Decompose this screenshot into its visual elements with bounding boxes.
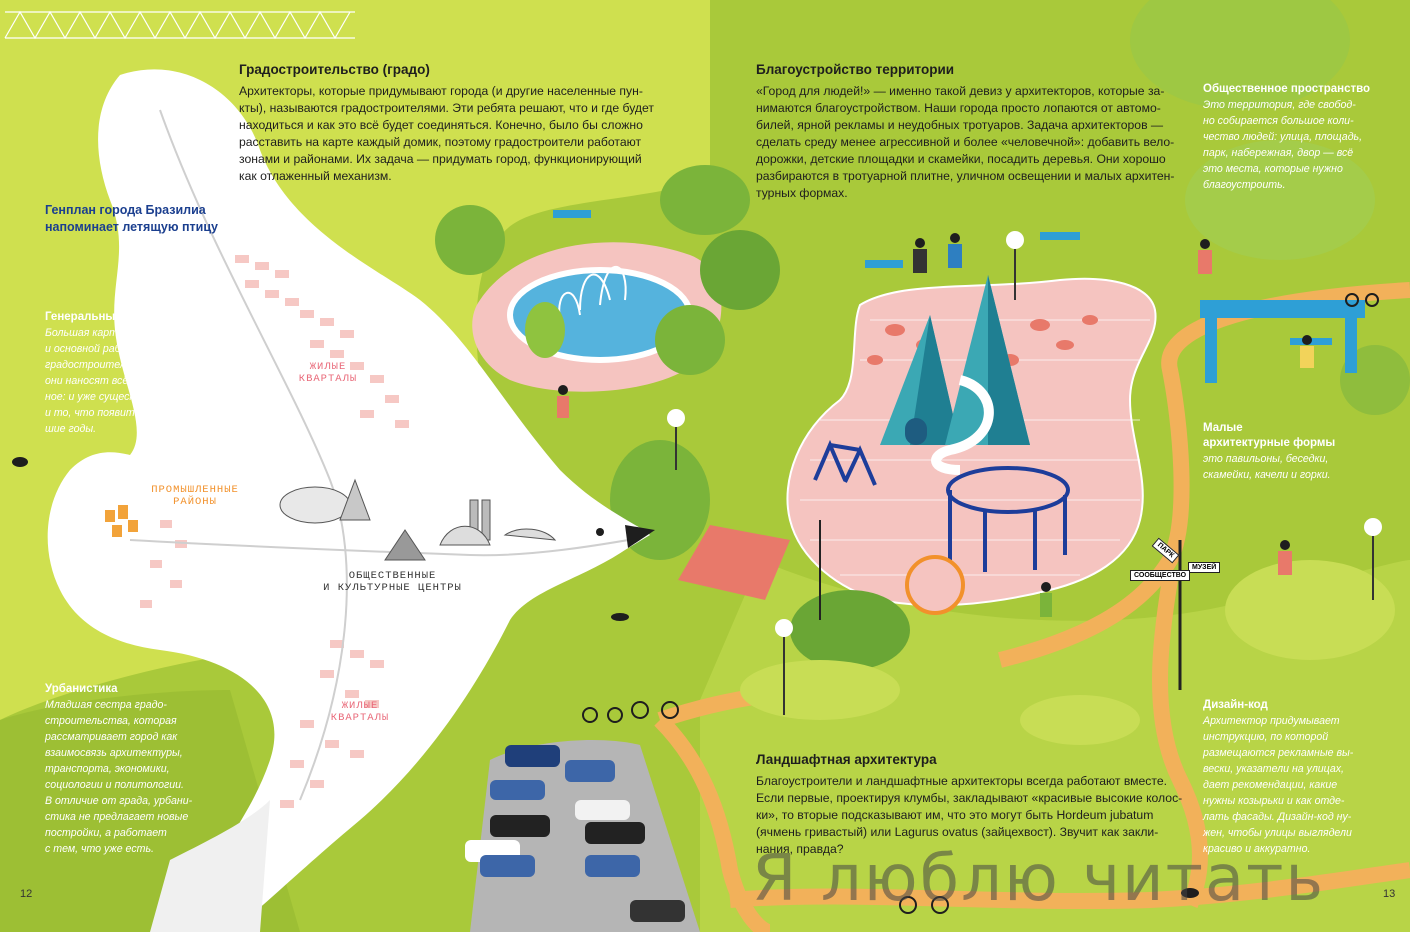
cats xyxy=(12,457,1199,898)
people xyxy=(557,233,1314,617)
landscape-architecture-section: Ландшафтная архитектура Благоустроители … xyxy=(756,751,1186,858)
urbanism-text: Младшая сестра градо- строительства, кот… xyxy=(45,699,193,855)
fence xyxy=(4,10,355,40)
residential-blocks xyxy=(140,255,409,808)
bird-tail xyxy=(150,800,270,932)
small-forms-title: Малые архитектурные формы xyxy=(1203,422,1336,449)
play-towers xyxy=(880,275,1030,475)
watermark: Я люблю читать xyxy=(752,842,1326,916)
masterplan-title: Генеральный план города xyxy=(45,311,196,323)
bird-roads xyxy=(129,109,641,801)
design-code-text: Архитектор придумывает инструкцию, по ко… xyxy=(1203,715,1354,855)
hills xyxy=(740,560,1395,745)
brasilia-caption: Генплан города Бразилиа напоминает летящ… xyxy=(45,203,218,234)
small-forms-note: Малые архитектурные формы это павильоны,… xyxy=(1203,421,1383,483)
map-label-industrial: ПРОМЫШЛЕННЫЕ РАЙОНЫ xyxy=(151,484,239,508)
map-label-residential-north: ЖИЛЫЕ КВАРТАЛЫ xyxy=(298,361,358,385)
landscape-architecture-title: Ландшафтная архитектура xyxy=(756,752,937,767)
sign-museum: МУЗЕЙ xyxy=(1188,562,1221,573)
pavilion xyxy=(1200,300,1365,383)
public-space-title: Общественное пространство xyxy=(1203,83,1371,95)
urban-planning-section: Градостроительство (градо) Архитекторы, … xyxy=(239,61,669,185)
parked-cars xyxy=(465,745,685,922)
public-space-note: Общественное пространство Это территория… xyxy=(1203,82,1383,193)
landscaping-text: «Город для людей!» — именно такой девиз … xyxy=(756,84,1175,200)
bird-beak xyxy=(625,525,655,548)
map-label-public-centers: ОБЩЕСТВЕННЫЕ И КУЛЬТУРНЫЕ ЦЕНТРЫ xyxy=(323,570,462,594)
page-number-left: 12 xyxy=(20,888,33,900)
public-space-text: Это территория, где свобод- но собираетс… xyxy=(1203,99,1363,191)
sign-posts xyxy=(819,520,1182,690)
bird-master-plan xyxy=(47,69,655,932)
design-code-note: Дизайн-код Архитектор придумывает инстру… xyxy=(1203,698,1383,857)
picnic-blanket xyxy=(678,525,790,600)
landscaping-section: Благоустройство территории «Город для лю… xyxy=(756,61,1181,202)
landscape-architecture-text: Благоустроители и ландшафтные архитектор… xyxy=(756,774,1183,856)
bird-eye xyxy=(596,528,604,536)
urbanism-note: Урбанистика Младшая сестра градо- строит… xyxy=(45,682,225,857)
page-number-right: 13 xyxy=(1383,888,1396,900)
bicycles xyxy=(582,293,1379,914)
street-lamps xyxy=(667,231,1382,715)
urban-planning-text: Архитекторы, которые придумывают города … xyxy=(239,84,654,183)
urban-planning-title: Градостроительство (градо) xyxy=(239,62,430,77)
trees xyxy=(435,0,1410,670)
design-code-title: Дизайн-код xyxy=(1203,699,1268,711)
small-forms-text: это павильоны, беседки, скамейки, качели… xyxy=(1203,453,1331,481)
landscaping-title: Благоустройство территории xyxy=(756,62,955,77)
masterplan-note: Генеральный план города Большая карта го… xyxy=(45,310,225,437)
urbanism-title: Урбанистика xyxy=(45,683,118,695)
industrial-blocks xyxy=(105,505,138,537)
play-mounds xyxy=(867,315,1098,366)
sandpit xyxy=(905,555,965,615)
monuments xyxy=(279,478,557,561)
map-label-residential-south: ЖИЛЫЕ КВАРТАЛЫ xyxy=(330,700,390,724)
sign-community: СООБЩЕСТВО xyxy=(1130,570,1191,581)
climbing-frame xyxy=(813,439,1070,572)
masterplan-text: Большая карта города и основной рабочий … xyxy=(45,327,198,435)
